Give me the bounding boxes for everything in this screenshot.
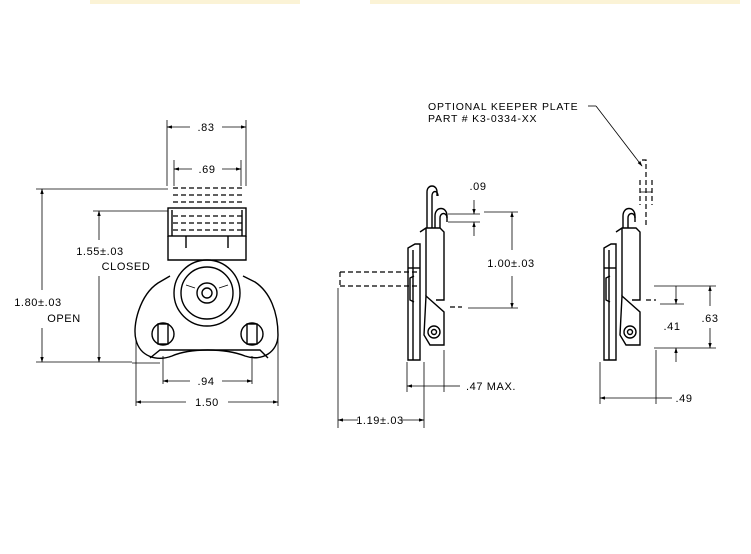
keeper-note-line2: PART # K3-0334-XX bbox=[428, 113, 537, 125]
dim-offset-small: .41 bbox=[663, 321, 680, 333]
top-band-right bbox=[370, 0, 740, 4]
top-band-left bbox=[90, 0, 300, 4]
dim-open-reach: 1.19±.03 bbox=[356, 415, 404, 427]
dim-hook-offset: .09 bbox=[469, 181, 486, 193]
dim-max-depth: .47 MAX. bbox=[466, 381, 516, 393]
dim-inner-width: .69 bbox=[198, 164, 215, 176]
dim-closed-label: CLOSED bbox=[102, 261, 151, 273]
dim-base-width: 1.50 bbox=[195, 397, 219, 409]
dim-height: 1.00±.03 bbox=[487, 258, 535, 270]
dim-overall-width: .83 bbox=[197, 122, 214, 134]
dim-open-height: 1.80±.03 bbox=[14, 297, 62, 309]
dim-open-label: OPEN bbox=[47, 313, 81, 325]
dim-closed-height: 1.55±.03 bbox=[76, 246, 124, 258]
front-view: .83 .69 1.80±.03 OPEN 1.55±.03 CLOSED .9… bbox=[14, 120, 279, 409]
dim-offset-large: .63 bbox=[701, 313, 718, 325]
dim-depth: .49 bbox=[675, 393, 692, 405]
keeper-view: OPTIONAL KEEPER PLATE PART # K3-0334-XX … bbox=[428, 101, 718, 405]
dim-hole-spacing: .94 bbox=[197, 376, 214, 388]
keeper-note-line1: OPTIONAL KEEPER PLATE bbox=[428, 101, 578, 113]
side-view: .09 1.00±.03 .47 MAX. 1.19±.03 bbox=[337, 181, 535, 428]
